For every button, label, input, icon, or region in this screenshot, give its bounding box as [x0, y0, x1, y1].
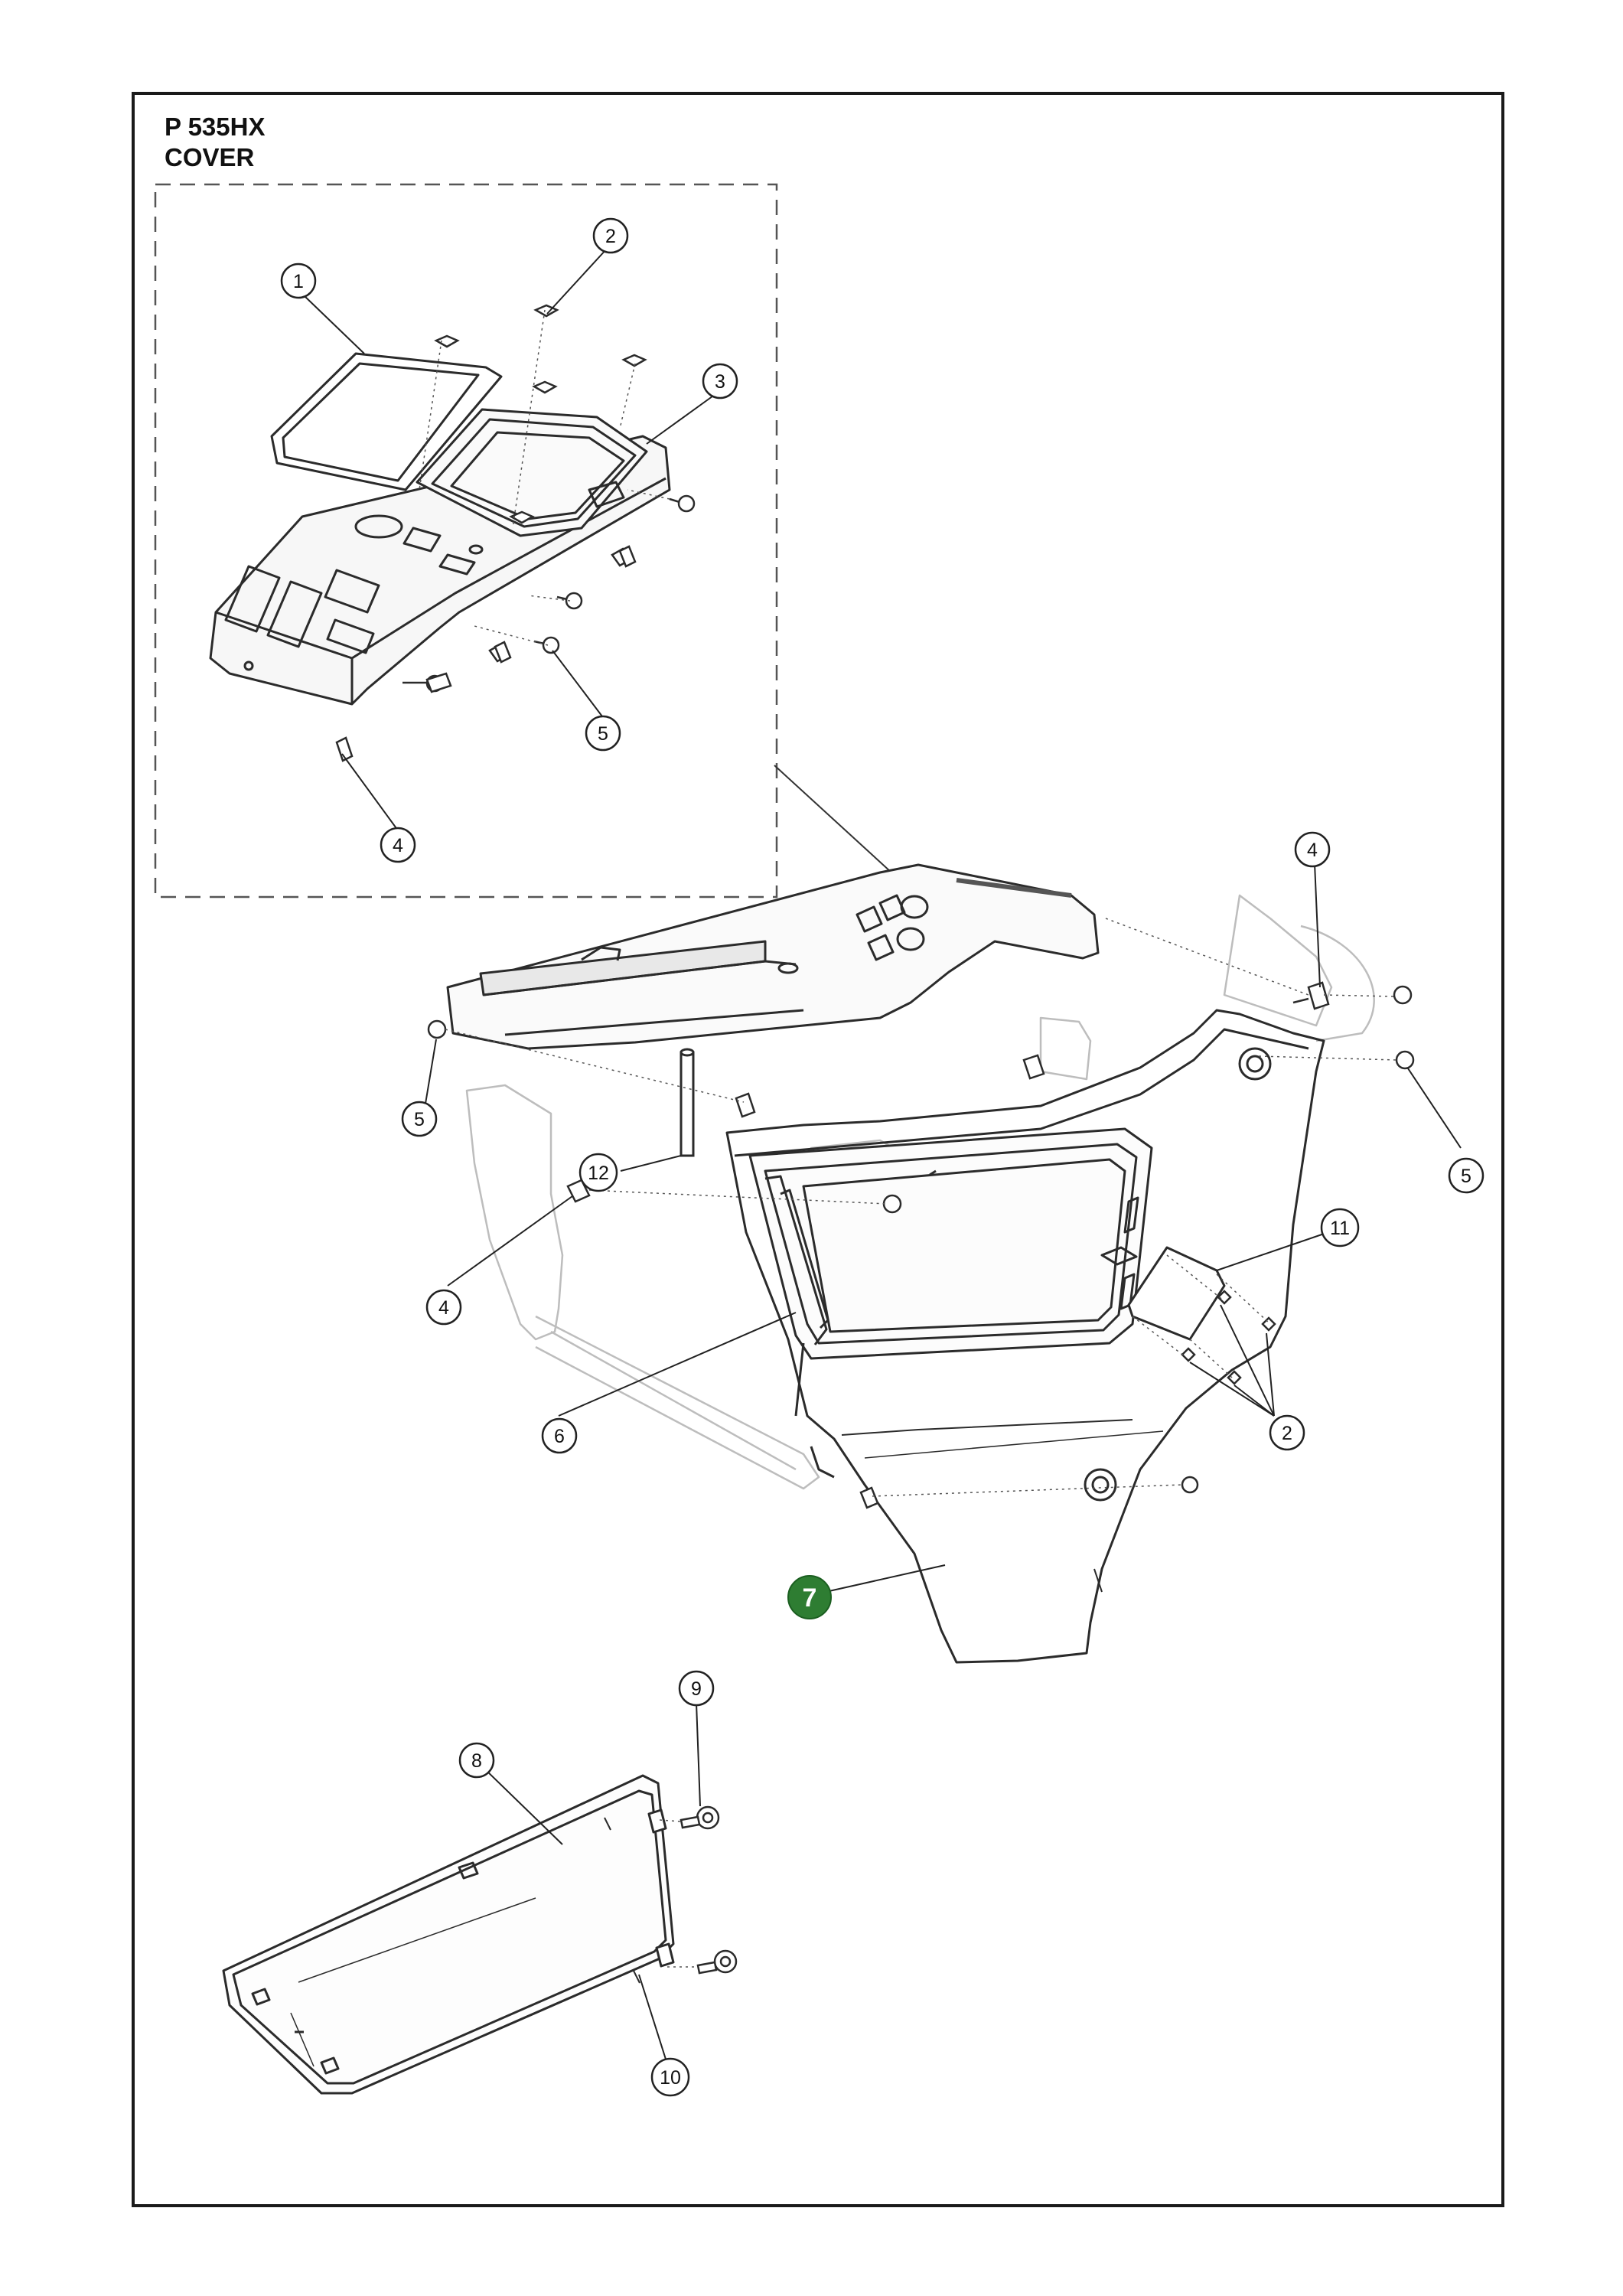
callout-10: 10	[650, 2057, 690, 2097]
callout-circle	[702, 363, 738, 400]
callout-9: 9	[678, 1670, 715, 1707]
callout-circle	[585, 715, 621, 752]
fender-window	[748, 1127, 1153, 1417]
callout-label: 2	[605, 226, 616, 247]
callout-label: 6	[554, 1426, 565, 1447]
callout-label: 9	[691, 1678, 702, 1700]
callout-circle	[787, 1575, 832, 1619]
display-window	[416, 408, 648, 537]
quarter-turn-fasteners	[680, 1805, 738, 1975]
assembly-dotted-guides	[445, 918, 1397, 1497]
callout-7-highlighted[interactable]: 7	[787, 1575, 832, 1619]
console-top	[446, 863, 1100, 1050]
callout-5: 5	[401, 1101, 438, 1137]
callout-2: 2	[1269, 1414, 1305, 1451]
rod	[680, 1048, 695, 1157]
callout-circle	[578, 1153, 618, 1192]
callout-6: 6	[541, 1417, 578, 1454]
cover-plate	[1127, 1246, 1226, 1341]
callout-circle	[280, 263, 317, 299]
callout-label: 1	[293, 271, 304, 292]
callout-label: 5	[598, 723, 608, 745]
callout-12: 12	[578, 1153, 618, 1192]
callout-4: 4	[425, 1289, 462, 1326]
access-panel	[222, 1774, 675, 2095]
callout-circle	[401, 1101, 438, 1137]
callout-2: 2	[592, 217, 629, 254]
callout-11: 11	[1320, 1208, 1360, 1247]
callout-label: 4	[1307, 840, 1318, 861]
callout-5: 5	[1448, 1157, 1484, 1194]
callout-circle	[458, 1742, 495, 1779]
leader-lines	[302, 248, 1462, 2067]
detail-dotted-guides	[419, 309, 670, 646]
assembly-fasteners	[427, 981, 1415, 1509]
callout-circle	[425, 1289, 462, 1326]
callout-label: 5	[414, 1109, 425, 1130]
callout-4: 4	[1294, 831, 1331, 868]
callout-circle	[541, 1417, 578, 1454]
callout-circle	[1269, 1414, 1305, 1451]
callout-label: 5	[1461, 1166, 1471, 1187]
callout-circle	[650, 2057, 690, 2097]
callout-label: 2	[1282, 1423, 1292, 1444]
fender-panel	[725, 1009, 1325, 1664]
callout-label: 7	[803, 1583, 817, 1613]
callout-label: 11	[1330, 1218, 1350, 1239]
callout-label: 4	[393, 835, 403, 856]
callout-5: 5	[585, 715, 621, 752]
callout-label: 8	[471, 1750, 482, 1772]
detail-box	[154, 183, 778, 899]
callout-circle	[592, 217, 629, 254]
callout-label: 12	[588, 1163, 609, 1184]
model-name: P 535HX	[165, 113, 266, 141]
detail-connector-line	[774, 765, 892, 873]
callout-label: 4	[438, 1297, 449, 1319]
callout-1: 1	[280, 263, 317, 299]
callout-circle	[380, 827, 416, 863]
callout-8: 8	[458, 1742, 495, 1779]
callout-4: 4	[380, 827, 416, 863]
callout-circle	[678, 1670, 715, 1707]
section-name: COVER	[165, 143, 255, 171]
panel-dotted-guides	[659, 1819, 698, 1968]
callout-3: 3	[702, 363, 738, 400]
gasket-frame	[270, 352, 503, 491]
callout-circle	[1294, 831, 1331, 868]
callout-circle	[1320, 1208, 1360, 1247]
callout-circle	[1448, 1157, 1484, 1194]
drawing-frame	[132, 92, 1504, 2207]
detail-fasteners	[335, 304, 696, 762]
callout-label: 3	[715, 371, 725, 393]
callout-label: 10	[660, 2067, 681, 2089]
diagram-title: P 535HX COVER	[165, 112, 265, 173]
